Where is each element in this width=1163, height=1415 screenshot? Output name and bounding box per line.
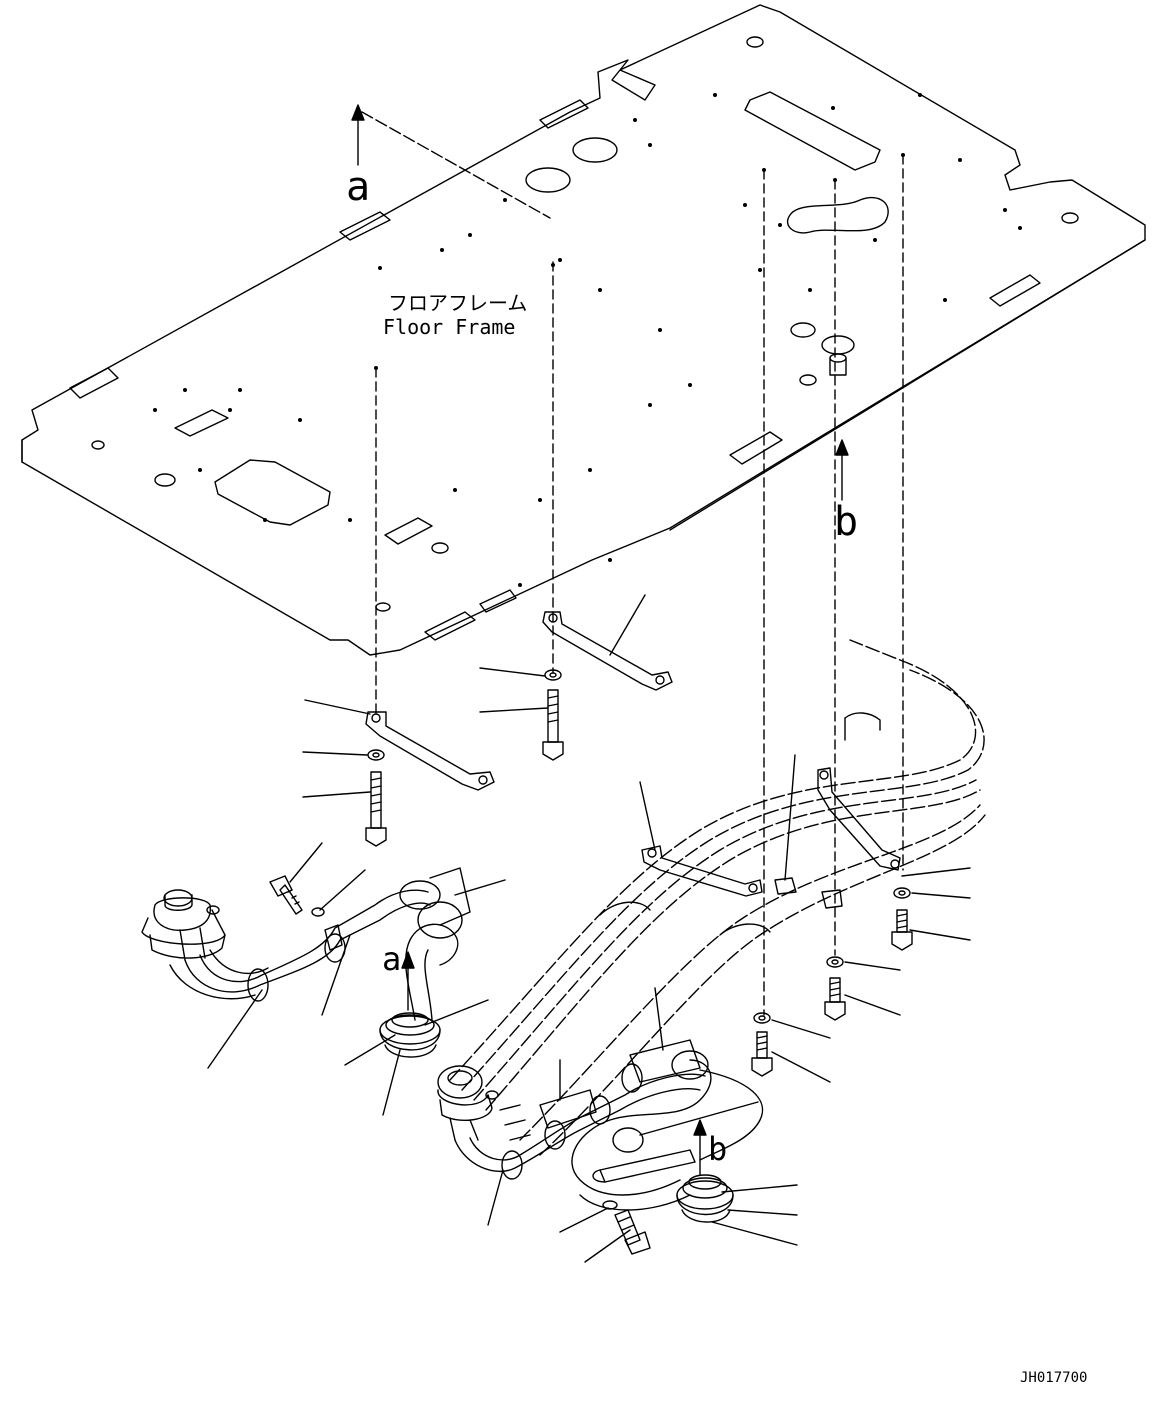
harness-clip xyxy=(774,877,843,909)
bolt-right-1 xyxy=(891,909,913,951)
boss-b xyxy=(821,335,855,376)
hose-center xyxy=(454,1073,706,1173)
marker-b-lower-label: b xyxy=(708,1130,727,1168)
hole xyxy=(799,374,817,386)
hole xyxy=(154,473,176,487)
pad-tab xyxy=(729,431,783,465)
joystick-left xyxy=(141,889,226,961)
centerlines xyxy=(375,154,904,1016)
bolt-lower xyxy=(614,1209,651,1255)
arrow-b-lower: b xyxy=(693,1119,727,1176)
harness-bracket-1 xyxy=(641,845,763,897)
cutout-left xyxy=(214,459,331,526)
floor-frame xyxy=(21,4,1146,656)
mounting-dots xyxy=(153,93,1022,587)
washer-right-1 xyxy=(893,887,911,899)
harness-cut-ends xyxy=(599,712,881,936)
bolt-center xyxy=(542,689,564,761)
washer-right-2 xyxy=(826,956,844,968)
grommet-a xyxy=(379,1012,441,1058)
bolt-right-2 xyxy=(824,977,846,1021)
bolt-small-left xyxy=(269,875,325,917)
cutout-right xyxy=(744,91,881,171)
joystick-center xyxy=(437,1065,499,1141)
marker-b: b xyxy=(834,439,858,545)
marker-b-label: b xyxy=(834,499,858,545)
pad-tab xyxy=(339,211,391,241)
washer-left xyxy=(367,749,385,761)
arrow-a-lower: a xyxy=(382,940,415,1011)
marker-a: a xyxy=(346,104,551,219)
pad-tab xyxy=(69,367,119,399)
floor-frame-label: フロアフレーム Floor Frame xyxy=(383,291,527,339)
pad-tab xyxy=(539,99,589,129)
leader-lines-left xyxy=(302,699,371,798)
pad-tab xyxy=(989,274,1041,307)
tube-assembly xyxy=(592,1149,696,1183)
bolt-right-3 xyxy=(751,1031,773,1077)
hole xyxy=(746,36,764,48)
drawing-id: JH017700 xyxy=(1020,1370,1087,1386)
hole xyxy=(91,440,105,450)
harness-bracket-2 xyxy=(817,767,901,871)
centerline-dots xyxy=(374,153,905,370)
hole xyxy=(525,167,571,193)
washer-center xyxy=(544,669,562,681)
bracket-center xyxy=(542,611,673,691)
hose-clamps-center xyxy=(501,1039,701,1180)
bolt-left xyxy=(365,771,387,847)
cutout-kidney xyxy=(786,196,889,234)
pad-tab xyxy=(424,611,476,641)
marker-a-lower-label: a xyxy=(382,940,401,978)
hole xyxy=(572,137,618,163)
hole xyxy=(375,602,391,612)
cutout-slot xyxy=(384,517,433,545)
floor-frame-jp: フロアフレーム xyxy=(388,291,527,315)
hose-loop-b xyxy=(571,1050,764,1211)
bracket-left xyxy=(365,711,495,791)
pad-tab xyxy=(479,589,517,613)
hole xyxy=(431,542,449,554)
leader-lines-lower xyxy=(207,842,798,1263)
marker-a-label: a xyxy=(346,164,370,210)
hole xyxy=(790,322,816,338)
leader-lines-right xyxy=(639,754,971,1083)
floor-frame-en: Floor Frame xyxy=(383,315,515,339)
floor-frame-outline xyxy=(21,4,1146,656)
washer-lower xyxy=(602,1200,618,1210)
harness-bundle xyxy=(449,639,986,1156)
grommet-b xyxy=(676,1174,734,1223)
leader-lines-center xyxy=(479,594,646,713)
washer-right-3 xyxy=(753,1012,771,1024)
hole xyxy=(1061,212,1079,224)
cutout-slot xyxy=(174,409,229,437)
hose-loop-a xyxy=(399,867,471,1021)
